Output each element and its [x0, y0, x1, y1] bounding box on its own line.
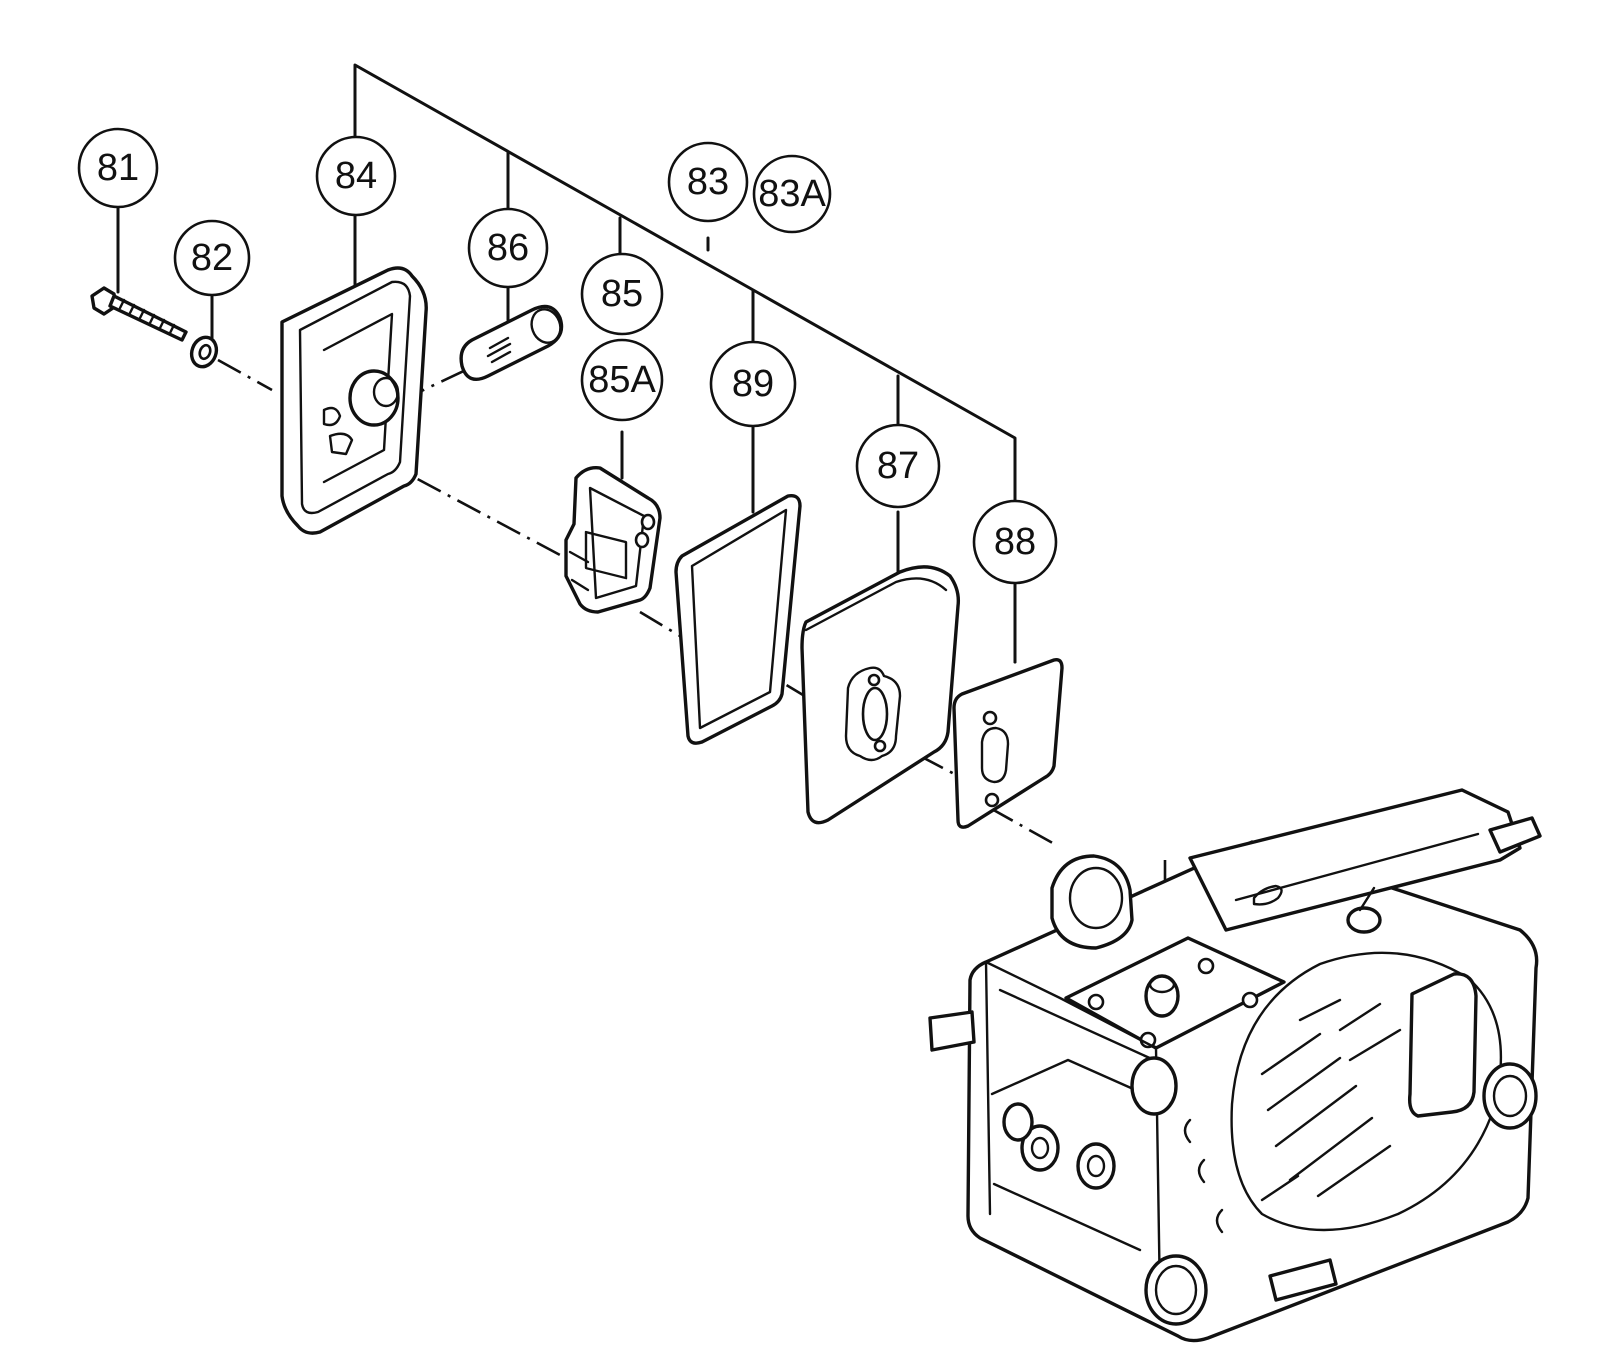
callout-label: 88 — [994, 521, 1036, 563]
washer-icon — [189, 335, 219, 369]
callout-label: 89 — [732, 363, 774, 405]
engine-crankcase-icon — [928, 788, 1542, 1343]
callout-86: 86 — [467, 207, 549, 289]
callout-label: 85 — [601, 273, 643, 315]
callout-label: 83A — [758, 173, 826, 215]
callout-85: 85 — [580, 252, 664, 336]
callout-label: 87 — [877, 445, 919, 487]
bolt-icon — [90, 286, 188, 342]
callout-83: 83 — [667, 141, 749, 223]
callout-label: 86 — [487, 227, 529, 269]
callout-82: 82 — [173, 219, 251, 297]
callout-88: 88 — [972, 499, 1058, 585]
muffler-cover-icon — [280, 266, 428, 535]
callout-87: 87 — [855, 423, 941, 509]
callout-84: 84 — [315, 135, 397, 217]
callout-81: 81 — [77, 127, 159, 209]
callout-label: 83 — [687, 161, 729, 203]
spark-arrester-screen-icon — [459, 304, 564, 381]
muffler-baffle-icon — [564, 466, 662, 614]
callout-label: 85A — [588, 359, 656, 401]
exhaust-gasket-icon — [952, 657, 1064, 829]
callout-89: 89 — [709, 340, 797, 428]
callout-label: 82 — [191, 237, 233, 279]
muffler-body-icon — [800, 565, 961, 825]
callout-85a: 85A — [580, 338, 664, 422]
callout-label: 84 — [335, 155, 377, 197]
cover-gasket-icon — [674, 494, 802, 745]
callout-83a: 83A — [752, 154, 832, 234]
callout-label: 81 — [97, 147, 139, 189]
